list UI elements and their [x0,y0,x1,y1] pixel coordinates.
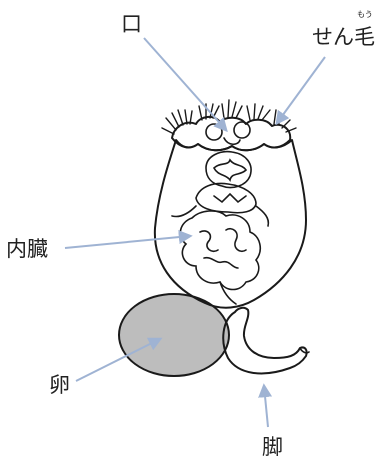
arrow-mouth [144,38,226,130]
label-mouth: 口 [121,12,142,36]
arrow-cilia [277,57,325,123]
label-organs: 内臓 [6,237,48,261]
mastax [172,152,268,226]
label-cilia: せん毛 [312,25,375,49]
label-egg: 卵 [49,373,70,397]
arrow-organs [65,236,190,248]
arrow-foot [264,386,268,427]
label-cilia-ruby: もう [357,10,373,19]
label-foot: 脚 [262,435,283,459]
foot-shape [223,308,306,374]
body-outline [155,140,306,308]
viscera [180,211,260,304]
